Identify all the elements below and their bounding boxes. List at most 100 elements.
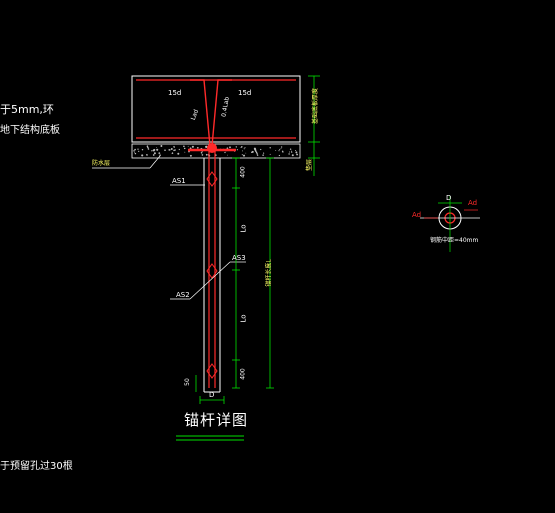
- aggregate-dot: [187, 145, 189, 147]
- aggregate-dot: [289, 148, 292, 150]
- aggregate-dot: [295, 149, 297, 152]
- aggregate-dot: [205, 145, 208, 148]
- aggregate-dot: [138, 150, 140, 152]
- aggregate-dot: [279, 148, 281, 150]
- aggregate-dot: [269, 153, 271, 155]
- aggregate-dot: [173, 146, 175, 148]
- aggregate-dot: [296, 153, 299, 156]
- aggregate-dot: [156, 147, 157, 149]
- left-note-3: 于预留孔过30根: [0, 461, 73, 472]
- aggregate-dot: [251, 150, 254, 153]
- aggregate-dot: [134, 148, 136, 151]
- dim-plate-thickness: 基础底板厚度: [312, 87, 320, 125]
- aggregate-dot: [134, 152, 137, 155]
- cushion-layer: [131, 143, 301, 159]
- foundation-slab: [131, 75, 301, 143]
- top-anchor-15d-right: 15d: [238, 89, 252, 97]
- aggregate-dot: [201, 154, 204, 156]
- section-ad-right: Ad: [468, 199, 478, 207]
- dim-lo-1: Lo: [239, 224, 248, 233]
- aggregate-dot: [158, 152, 161, 154]
- aggregate-dot: [152, 154, 155, 156]
- aggregate-dot: [229, 146, 231, 149]
- aggregate-dot: [291, 151, 293, 153]
- aggregate-dot: [134, 151, 136, 153]
- aggregate-dot: [205, 153, 208, 156]
- aggregate-dot: [147, 148, 150, 150]
- aggregate-dot: [171, 152, 173, 155]
- aggregate-dot: [196, 146, 199, 149]
- aggregate-dot: [235, 146, 237, 148]
- aggregate-dot: [241, 154, 243, 156]
- aggregate-dot: [153, 148, 156, 151]
- dim-lo-2: Lo: [239, 314, 248, 323]
- top-anchor-15d-left: 15d: [168, 89, 182, 97]
- aggregate-dot: [159, 154, 161, 157]
- aggregate-dot: [256, 154, 259, 156]
- dim-total-length: 锚杆长度L: [265, 259, 273, 287]
- aggregate-dot: [184, 151, 186, 153]
- aggregate-dot: [191, 145, 194, 148]
- aggregate-dot: [282, 151, 284, 153]
- aggregate-dot: [170, 148, 173, 150]
- as1-label: AS1: [172, 177, 186, 185]
- aggregate-dot: [288, 153, 290, 155]
- centralizer-icon: [206, 263, 218, 279]
- waterproof-label: 防水层: [92, 160, 111, 167]
- aggregate-dot: [141, 148, 144, 151]
- dim-cushion: 垫层: [306, 158, 314, 172]
- aggregate-dot: [174, 149, 176, 151]
- aggregate-dot: [260, 148, 262, 151]
- aggregate-dot: [227, 154, 228, 156]
- aggregate-dot: [147, 147, 149, 149]
- section-note: 钢筋中距=40mm: [430, 237, 479, 244]
- dim-400-top: 400: [239, 166, 247, 178]
- aggregate-dot: [240, 146, 242, 148]
- aggregate-dot: [177, 152, 180, 155]
- left-note-1: 于5mm,环: [0, 103, 54, 116]
- aggregate-dot: [278, 150, 280, 152]
- as3-label: AS3: [232, 254, 246, 262]
- aggregate-dot: [183, 145, 185, 148]
- aggregate-dot: [291, 154, 294, 157]
- drawing-title: 锚杆详图: [184, 411, 249, 429]
- aggregate-dot: [243, 148, 245, 150]
- left-note-2: 地下结构底板: [0, 125, 60, 136]
- anchor-bent-rebars: [188, 79, 236, 153]
- aggregate-dot: [290, 150, 292, 152]
- aggregate-dot: [141, 154, 144, 157]
- aggregate-dot: [241, 150, 243, 152]
- aggregate-dot: [153, 152, 156, 155]
- section-ad-left: Ad: [412, 211, 422, 219]
- aggregate-dot: [244, 147, 246, 149]
- aggregate-dot: [200, 151, 203, 154]
- aggregate-dot: [275, 149, 277, 151]
- dim-400-bottom: 400: [239, 368, 247, 380]
- aggregate-dot: [262, 154, 264, 156]
- aggregate-dot: [224, 151, 226, 154]
- centralizer-icon: [206, 171, 218, 187]
- aggregate-dot: [160, 145, 163, 147]
- dim-d-bottom: D: [209, 391, 215, 399]
- aggregate-dot: [255, 150, 257, 153]
- aggregate-dot: [151, 150, 153, 152]
- aggregate-dot: [242, 154, 246, 157]
- aggregate-dot: [278, 154, 281, 157]
- centralizer-icon: [206, 363, 218, 379]
- dimension-lines: [195, 75, 320, 404]
- aggregate-dot: [280, 148, 282, 150]
- aggregate-dot: [137, 148, 139, 150]
- cross-section: [420, 196, 480, 252]
- aggregate-dot: [189, 154, 192, 157]
- aggregate-dot: [295, 152, 297, 154]
- title-underline: [176, 435, 244, 441]
- aggregate-dot: [156, 148, 159, 151]
- aggregate-dot: [263, 152, 265, 154]
- aggregate-dot: [183, 147, 186, 150]
- aggregate-dot: [245, 152, 247, 154]
- aggregate-dot: [146, 154, 148, 156]
- dim-50: 50: [183, 378, 191, 386]
- aggregate-dot: [289, 151, 291, 153]
- aggregate-dot: [168, 149, 171, 151]
